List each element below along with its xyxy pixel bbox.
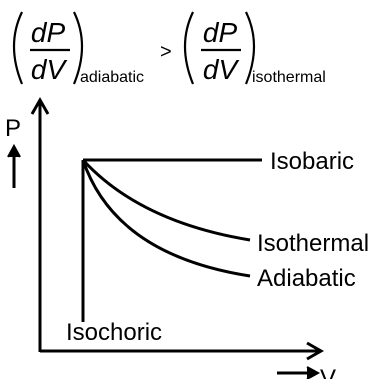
- y-axis-label: P: [5, 115, 21, 142]
- right-subscript: isothermal: [252, 69, 326, 86]
- isochoric-label: Isochoric: [66, 319, 162, 346]
- comparison-formula: dP dV adiabatic > dP dV isothermal: [12, 11, 326, 86]
- isothermal-label: Isothermal: [257, 230, 369, 257]
- isobaric-label: Isobaric: [270, 148, 354, 175]
- left-close-paren: [72, 11, 84, 85]
- adiabatic-label: Adiabatic: [257, 265, 356, 292]
- y-axis-arrowhead: [30, 96, 50, 115]
- right-open-paren: [183, 11, 195, 85]
- axes: P V: [5, 96, 336, 384]
- right-numerator: dP: [203, 17, 238, 48]
- left-open-paren: [12, 11, 24, 85]
- left-numerator: dP: [31, 17, 66, 48]
- right-denominator: dV: [203, 54, 240, 85]
- y-label-arrowhead: [7, 143, 21, 158]
- comparison-operator: >: [160, 41, 172, 63]
- left-subscript: adiabatic: [80, 69, 144, 86]
- curve-labels: Isobaric Isothermal Adiabatic Isochoric: [66, 148, 369, 346]
- isothermal-curve: [81, 158, 251, 242]
- right-close-paren: [244, 11, 256, 85]
- x-axis-label: V: [320, 365, 336, 379]
- adiabatic-curve: [81, 159, 251, 278]
- left-denominator: dV: [31, 54, 68, 85]
- x-axis-arrowhead: [306, 341, 325, 361]
- process-curves: [81, 158, 262, 322]
- x-label-arrowhead: [306, 366, 321, 380]
